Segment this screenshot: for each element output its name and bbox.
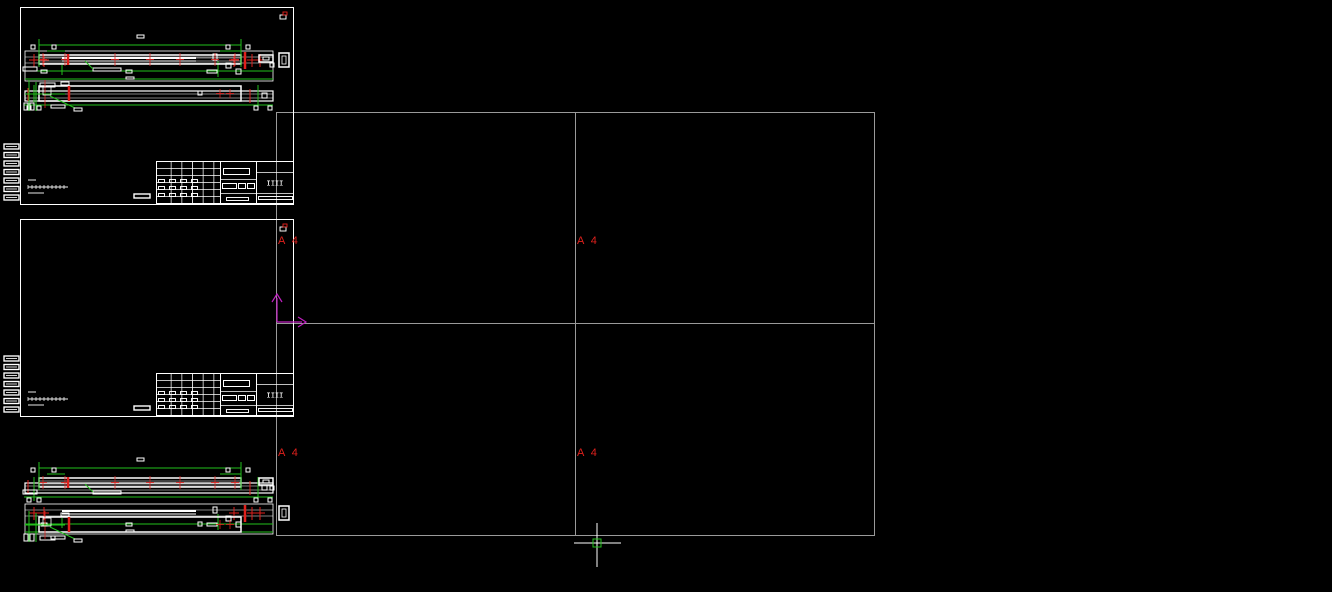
sheet-size-label: A 4 — [577, 235, 599, 247]
title-block-scale-mark: IIII — [267, 393, 284, 401]
ucs-icon — [271, 292, 308, 328]
sheet-size-label: A 4 — [278, 235, 300, 247]
drawing-sheet: IIII — [3, 219, 294, 541]
title-block-scale-mark: IIII — [267, 393, 284, 401]
sheet-size-label: A 4 — [278, 447, 300, 459]
drawing-sheet: IIII — [3, 7, 294, 205]
title-block-scale-mark: IIII — [267, 181, 284, 189]
title-block-scale-mark: IIII — [267, 181, 284, 189]
drawing-sheet: IIII — [3, 219, 294, 543]
sheet-size-label: A 4 — [577, 447, 599, 459]
crosshair-cursor-icon — [574, 523, 621, 567]
drawing-sheet: IIII — [3, 7, 294, 205]
layout-frame — [276, 112, 875, 536]
